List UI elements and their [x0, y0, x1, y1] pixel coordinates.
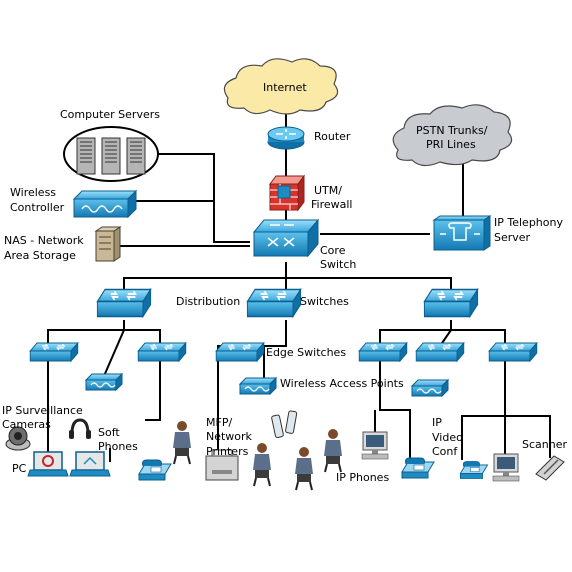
headset-icon: [69, 418, 91, 439]
ip-phone-monitor-icon: [361, 431, 389, 460]
person-desk-icon: [323, 428, 343, 473]
utm-label-line1: UTM/: [314, 184, 342, 197]
pstn-label-line1: PSTN Trunks/: [416, 124, 488, 137]
firewall-icon: [269, 174, 305, 212]
pc-laptop-icon: [27, 451, 69, 477]
nas-label-line1: NAS - Network: [4, 234, 84, 247]
scanner-label: Scanner: [522, 438, 567, 451]
ip-telephony-label-line1: IP Telephony: [494, 216, 563, 229]
pc-label: PC: [12, 462, 27, 475]
mfp-printer-icon: [205, 449, 239, 481]
ip-telephony-server-icon: [432, 215, 492, 251]
soft-phones-label-line1: Soft: [98, 426, 120, 439]
computer-servers-icon: [63, 126, 159, 182]
edge-switch-3: [215, 342, 265, 362]
wireless-access-points-label: Wireless Access Points: [280, 377, 404, 390]
ip-video-conf-label-line3: Conf: [432, 445, 458, 458]
internet-cloud: [223, 58, 339, 115]
access-point-1: [85, 373, 123, 391]
ip-phones-label: IP Phones: [336, 471, 389, 484]
core-switch-label-line1: Core: [320, 244, 346, 257]
scanner-monitor-icon: [492, 453, 520, 482]
edge-switch-5: [415, 342, 465, 362]
distribution-label: Distribution: [176, 295, 240, 308]
softphone-laptop-icon: [69, 451, 111, 477]
internet-label: Internet: [263, 81, 307, 94]
utm-label-line2: Firewall: [311, 198, 352, 211]
core-switch-label-line2: Switch: [320, 258, 356, 271]
handheld-phones-icon: [271, 410, 298, 439]
labels: Internet Router PSTN Trunks/ PRI Lines C…: [2, 81, 567, 484]
wireless-controller-label-line2: Controller: [10, 201, 65, 214]
ip-surveillance-label-line1: IP Surveillance: [2, 404, 83, 417]
core-switch-icon: [253, 219, 319, 257]
nas-storage-icon: [94, 226, 122, 262]
computer-servers-label: Computer Servers: [60, 108, 160, 121]
person-laptop-icon: [252, 442, 272, 487]
access-point-3: [411, 379, 449, 397]
person-mobile-icon: [294, 446, 314, 491]
wireless-controller-icon: [72, 189, 138, 219]
switches-label: Switches: [300, 295, 349, 308]
wireless-controller-label-line1: Wireless: [10, 186, 56, 199]
ip-video-conf-label-line1: IP: [432, 416, 442, 429]
mfp-label-line3: Printers: [206, 445, 249, 458]
nas-label-line2: Area Storage: [4, 249, 76, 262]
distribution-switch-left: [96, 288, 152, 318]
ip-phone-icon: [401, 457, 435, 479]
edge-switches-label: Edge Switches: [266, 346, 346, 359]
edge-switch-1: [29, 342, 79, 362]
edge-switch-2: [137, 342, 187, 362]
soft-phones-label-line2: Phones: [98, 440, 138, 453]
router-icon: [267, 126, 305, 150]
ip-video-conf-label-line2: Video: [432, 431, 463, 444]
surveillance-camera-icon: [5, 426, 31, 451]
pstn-label-line2: PRI Lines: [426, 138, 476, 151]
ip-surveillance-label-line2: Cameras: [2, 418, 51, 431]
ip-telephony-label-line2: Server: [494, 231, 531, 244]
scanner-icon: [535, 455, 565, 481]
person-ip-phone-icon: [172, 420, 192, 465]
desk-ip-phone-icon: [138, 459, 172, 481]
distribution-switch-center: [246, 288, 302, 318]
pstn-cloud: [392, 104, 513, 167]
mfp-label-line2: Network: [206, 430, 253, 443]
distribution-switch-right: [423, 288, 479, 318]
edge-switch-4: [358, 342, 408, 362]
router-label: Router: [314, 130, 351, 143]
edge-switch-6: [488, 342, 538, 362]
access-point-2: [239, 377, 277, 395]
video-conf-phone-icon: [459, 461, 489, 479]
mfp-label-line1: MFP/: [206, 416, 232, 429]
